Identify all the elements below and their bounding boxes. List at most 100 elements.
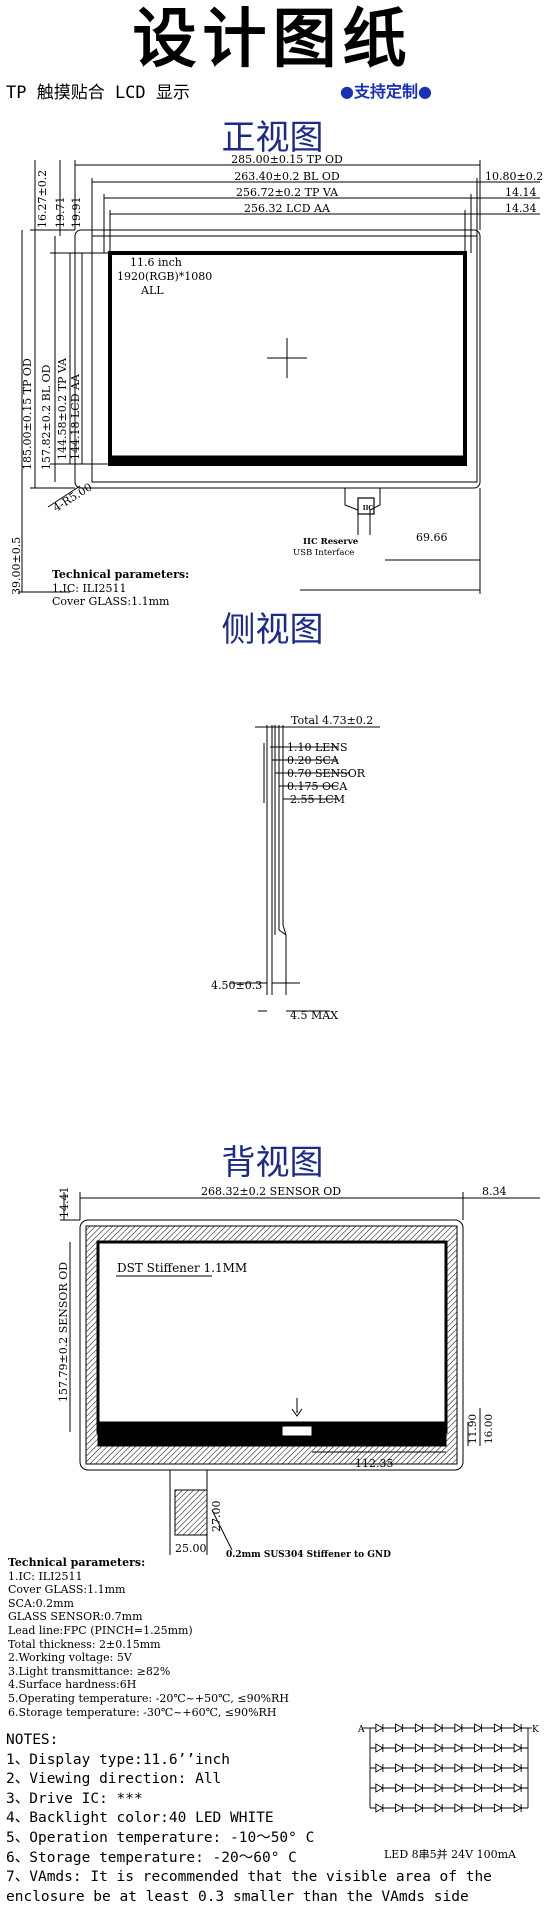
dim-left-tp-od: 185.00±0.15 TP OD (21, 358, 34, 470)
led-diode-icon (454, 1743, 463, 1753)
front-tech-params: Technical parameters: 1.IC: ILI2511 Cove… (52, 568, 189, 609)
side-layer-lcm: 2.55 LCM (290, 793, 345, 806)
led-diode-icon (414, 1783, 424, 1793)
dim-left-small-3: 19.91 (70, 197, 83, 229)
note-item: 3、Drive IC: *** (6, 1790, 143, 1807)
back-view-heading: 背视图 (221, 1143, 324, 1183)
led-diode-icon (395, 1803, 404, 1813)
tech-param-line: 3.Light transmittance: ≥82% (8, 1664, 171, 1678)
led-diode-icon (414, 1803, 424, 1813)
front-tech-param-glass: Cover GLASS:1.1mm (52, 595, 170, 609)
corner-radius-label: 4-R5.00 (51, 480, 95, 514)
note-item: 5、Operation temperature: -10～50° C (6, 1829, 315, 1846)
tech-param-line: Cover GLASS:1.1mm (8, 1583, 126, 1597)
led-diode-icon (375, 1743, 384, 1753)
led-diode-icon (395, 1763, 404, 1773)
dim-tp-va: 256.72±0.2 TP VA (236, 186, 339, 199)
tech-param-line: Lead line:FPC (PINCH=1.25mm) (8, 1623, 193, 1637)
led-diode-icon (414, 1723, 424, 1733)
led-diode-icon (493, 1763, 503, 1773)
led-diode-icon (375, 1803, 384, 1813)
note-item: enclosure be at least 0.3 smaller than t… (6, 1888, 469, 1905)
side-layer-lens: 1.10 LENS (287, 741, 347, 754)
tech-param-line: GLASS SENSOR:0.7mm (8, 1610, 143, 1624)
dim-bl-od: 263.40±0.2 BL OD (234, 170, 340, 183)
note-item: 7、VAmds: It is recommended that the visi… (6, 1869, 492, 1886)
led-diode-icon (434, 1723, 444, 1733)
led-diode-icon (434, 1783, 444, 1793)
back-stiffener-label: DST Stiffener 1.1MM (117, 1261, 247, 1275)
led-diode-icon (493, 1783, 503, 1793)
back-top-left-dim: 14.41 (58, 1187, 71, 1219)
led-diode-icon (414, 1743, 424, 1753)
back-arrow-icon: ↓ (294, 1407, 299, 1414)
back-right-dim-2: 16.00 (483, 1414, 495, 1444)
led-diode-icon (434, 1743, 444, 1753)
led-diode-icon (434, 1803, 444, 1813)
back-sus-note: 0.2mm SUS304 Stiffener to GND (226, 1550, 391, 1560)
tech-param-line: SCA:0.2mm (8, 1596, 74, 1610)
back-top-right-dim: 8.34 (482, 1185, 507, 1198)
note-item: 4、Backlight color:40 LED WHITE (6, 1810, 274, 1827)
side-bottom-a: 4.50±0.3 (211, 979, 262, 992)
led-diode-icon (375, 1763, 384, 1773)
side-layer-sensor: 0.70 SENSOR (287, 767, 366, 780)
side-total-label: Total 4.73±0.2 (291, 714, 373, 727)
front-tech-params-heading: Technical parameters: (52, 568, 190, 581)
front-view-drawing: IIC 285.00±0.15 TP OD 263.40±0.2 BL OD 2… (10, 153, 543, 595)
screen-view-label: ALL (140, 284, 164, 297)
dim-tp-od: 285.00±0.15 TP OD (231, 153, 343, 166)
dim-lcd-aa: 256.32 LCD AA (244, 202, 331, 215)
tech-params-heading: Technical parameters: (8, 1556, 146, 1569)
led-diode-icon (474, 1763, 483, 1773)
led-circuit-diagram: A K (357, 1723, 539, 1813)
screen-resolution-label: 1920(RGB)*1080 (117, 270, 212, 283)
led-cathode-label: K (532, 1725, 539, 1735)
tech-param-line: 4.Surface hardness:6H (8, 1678, 137, 1692)
back-left-od-label: 157.79±0.2 SENSOR OD (57, 1262, 70, 1402)
side-view-heading: 侧视图 (221, 610, 324, 650)
dim-left-small-2: 19.71 (54, 197, 67, 229)
back-fpc-offset-label: 112.35 (355, 1457, 394, 1470)
led-diode-icon (454, 1763, 463, 1773)
iic-reserve-label: IIC Reserve (303, 537, 359, 547)
dim-right-2: 14.14 (505, 186, 537, 199)
dim-left-bl-od: 157.82±0.2 BL OD (40, 364, 53, 470)
tech-param-line: Total thickness: 2±0.15mm (8, 1637, 161, 1651)
front-tech-param-ic: 1.IC: ILI2511 (52, 581, 127, 595)
dim-left-lcd-aa: 144.18 LCD AA (69, 373, 82, 460)
led-diode-icon (395, 1743, 404, 1753)
page-title: 设计图纸 (132, 3, 413, 77)
usb-interface-label: USB Interface (293, 548, 354, 558)
side-bottom-b: 4.5 MAX (290, 1009, 338, 1022)
dim-left-tp-va: 144.58±0.2 TP VA (56, 357, 69, 460)
tech-params: Technical parameters: 1.IC: ILI2511 Cove… (8, 1556, 289, 1719)
back-tail-width-label: 25.00 (175, 1542, 207, 1555)
led-diode-icon (375, 1783, 384, 1793)
bottom-height-label: 39.00±0.5 (10, 537, 23, 595)
led-diode-icon (454, 1803, 463, 1813)
led-diode-icon (395, 1723, 404, 1733)
side-layer-oca: 0.175 OCA (287, 780, 348, 793)
back-sensor-od-label: 268.32±0.2 SENSOR OD (201, 1185, 341, 1198)
dim-right-1: 10.80±0.2 (485, 170, 543, 183)
dim-left-small-1: 16.27±0.2 (36, 170, 49, 228)
note-item: 1、Display type:11.6’’inch (6, 1751, 231, 1768)
tech-param-line: 1.IC: ILI2511 (8, 1569, 83, 1583)
back-right-dim-1: 11.90 (467, 1414, 479, 1444)
tech-param-line: 2.Working voltage: 5V (8, 1651, 132, 1665)
note-item: 2、Viewing direction: All (6, 1771, 222, 1788)
led-diode-icon (434, 1763, 444, 1773)
iic-chip-label: IIC (363, 505, 374, 512)
tech-param-line: 5.Operating temperature: -20℃~+50℃, ≤90%… (8, 1691, 289, 1705)
led-diode-icon (395, 1783, 404, 1793)
fpc-offset-label: 69.66 (416, 531, 448, 544)
back-view-drawing: ↓ 14.41 268.32±0.2 SENSOR OD 8.34 157.79… (57, 1185, 540, 1560)
led-diode-icon (454, 1783, 463, 1793)
led-diode-icon (414, 1763, 424, 1773)
back-tail-height-label: 27.00 (210, 1501, 223, 1533)
led-diode-icon (513, 1763, 523, 1773)
led-anode-label: A (357, 1725, 365, 1735)
screen-size-label: 11.6 inch (130, 256, 182, 269)
led-caption: LED 8串5并 24V 100mA (384, 1848, 516, 1861)
